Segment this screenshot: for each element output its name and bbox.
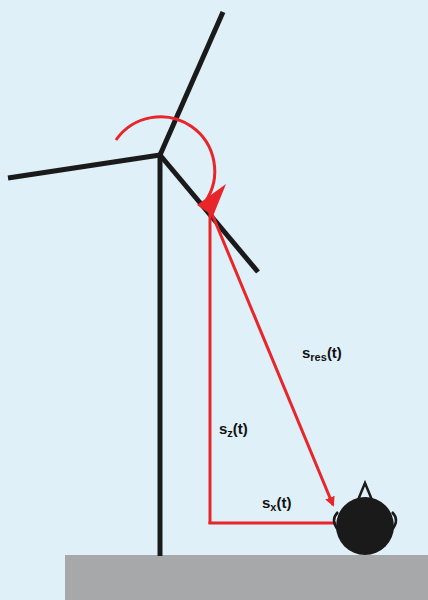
horizontal-distance-line [209, 522, 337, 525]
resultant-distance-arrow [212, 214, 333, 505]
ground [65, 555, 428, 600]
vertical-distance-line [209, 212, 212, 524]
rotation-arrow [116, 117, 215, 202]
rotation-arrowhead [197, 184, 226, 216]
vertical-distance-label: sz(t) [219, 420, 248, 438]
tower [158, 155, 163, 556]
animal-figure [334, 483, 396, 555]
resultant-distance-label: sres(t) [302, 344, 342, 362]
horizontal-distance-label: sx(t) [262, 494, 291, 512]
